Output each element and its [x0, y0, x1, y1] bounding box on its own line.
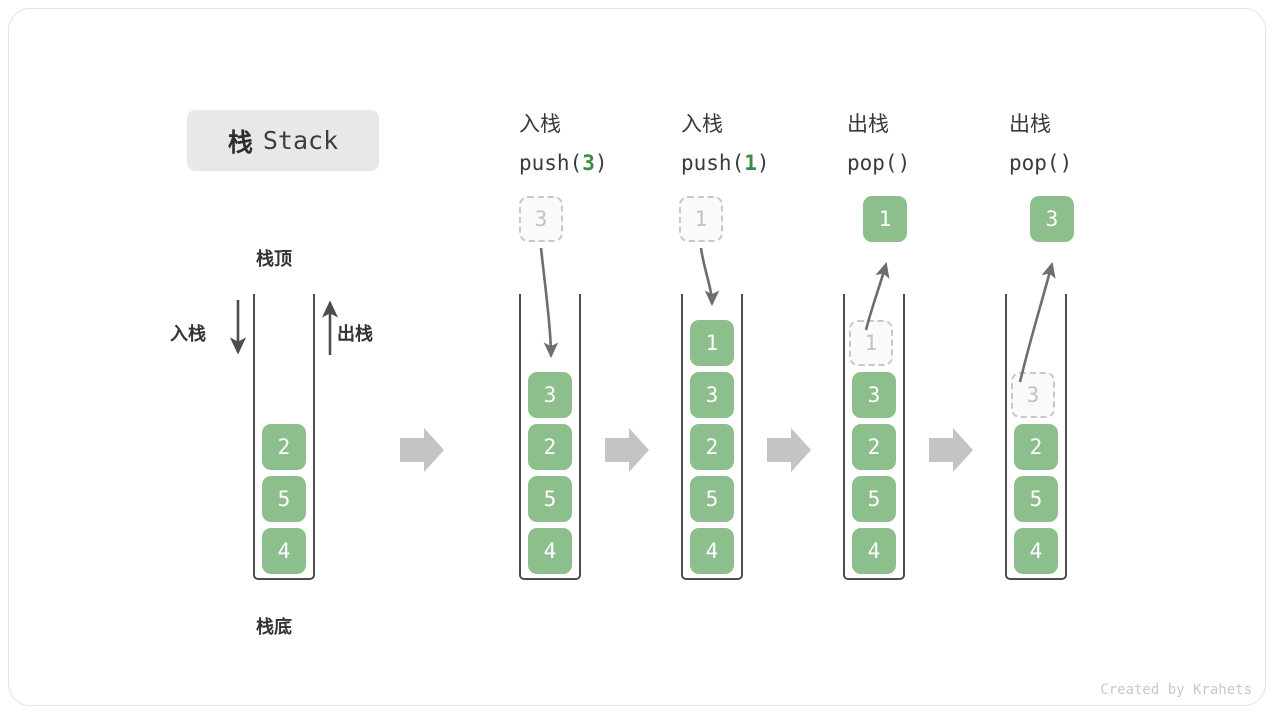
- stack-cell: 5: [690, 476, 734, 522]
- column-header-cn: 出栈: [1009, 113, 1051, 136]
- stack-cell: 2: [262, 424, 306, 470]
- column-header-cn: 入栈: [681, 113, 723, 136]
- stack-cell: 5: [852, 476, 896, 522]
- stack-container-initial: [253, 294, 315, 580]
- code-suffix: ): [1059, 151, 1073, 175]
- column-header-code: push(3): [519, 144, 608, 182]
- stack-cell: 5: [262, 476, 306, 522]
- stack-cell: 1: [690, 320, 734, 366]
- stack-container-pop-1: [843, 294, 905, 580]
- label-stack-top: 栈顶: [256, 249, 292, 269]
- popped-cell-pop-3: 3: [1030, 196, 1074, 242]
- column-header-push-3: 入栈 push(3): [519, 106, 608, 182]
- stack-cell: 4: [528, 528, 572, 574]
- column-header-push-1: 入栈 push(1): [681, 106, 770, 182]
- stack-cell: 3: [528, 372, 572, 418]
- stack-cell: 5: [1014, 476, 1058, 522]
- title-cn: 栈: [227, 128, 253, 157]
- stack-cell: 4: [690, 528, 734, 574]
- ghost-cell-pop-3: 3: [1011, 372, 1055, 418]
- column-header-pop-3: 出栈 pop(): [1009, 106, 1072, 182]
- code-arg: 1: [744, 151, 757, 175]
- code-prefix: push(: [681, 151, 745, 175]
- column-header-code: pop(): [1009, 144, 1072, 182]
- label-stack-bottom: 栈底: [256, 617, 292, 637]
- stack-cell: 4: [1014, 528, 1058, 574]
- stack-cell: 2: [852, 424, 896, 470]
- code-suffix: ): [897, 151, 911, 175]
- code-arg: 3: [582, 151, 595, 175]
- title-badge: 栈 Stack: [187, 110, 379, 171]
- code-prefix: pop(: [847, 151, 898, 175]
- column-header-code: pop(): [847, 144, 910, 182]
- stack-cell: 4: [852, 528, 896, 574]
- stack-cell: 2: [690, 424, 734, 470]
- stack-container-pop-3: [1005, 294, 1067, 580]
- label-push: 入栈: [170, 324, 206, 344]
- code-prefix: pop(: [1009, 151, 1060, 175]
- stack-cell: 3: [852, 372, 896, 418]
- column-header-code: push(1): [681, 144, 770, 182]
- code-prefix: push(: [519, 151, 583, 175]
- label-pop: 出栈: [337, 324, 373, 344]
- credit-text: Created by Krahets: [1100, 682, 1252, 698]
- floating-cell-push-3: 3: [519, 196, 563, 242]
- stack-cell: 4: [262, 528, 306, 574]
- column-header-cn: 出栈: [847, 113, 889, 136]
- code-suffix: ): [594, 151, 608, 175]
- column-header-pop-1: 出栈 pop(): [847, 106, 910, 182]
- ghost-cell-pop-1: 1: [849, 320, 893, 366]
- popped-cell-pop-1: 1: [863, 196, 907, 242]
- stack-cell: 2: [1014, 424, 1058, 470]
- floating-cell-push-1: 1: [679, 196, 723, 242]
- stack-container-push-3: [519, 294, 581, 580]
- stack-cell: 5: [528, 476, 572, 522]
- title-en: Stack: [262, 126, 339, 155]
- stack-container-push-1: [681, 294, 743, 580]
- column-header-cn: 入栈: [519, 113, 561, 136]
- stack-cell: 3: [690, 372, 734, 418]
- stack-cell: 2: [528, 424, 572, 470]
- code-suffix: ): [756, 151, 770, 175]
